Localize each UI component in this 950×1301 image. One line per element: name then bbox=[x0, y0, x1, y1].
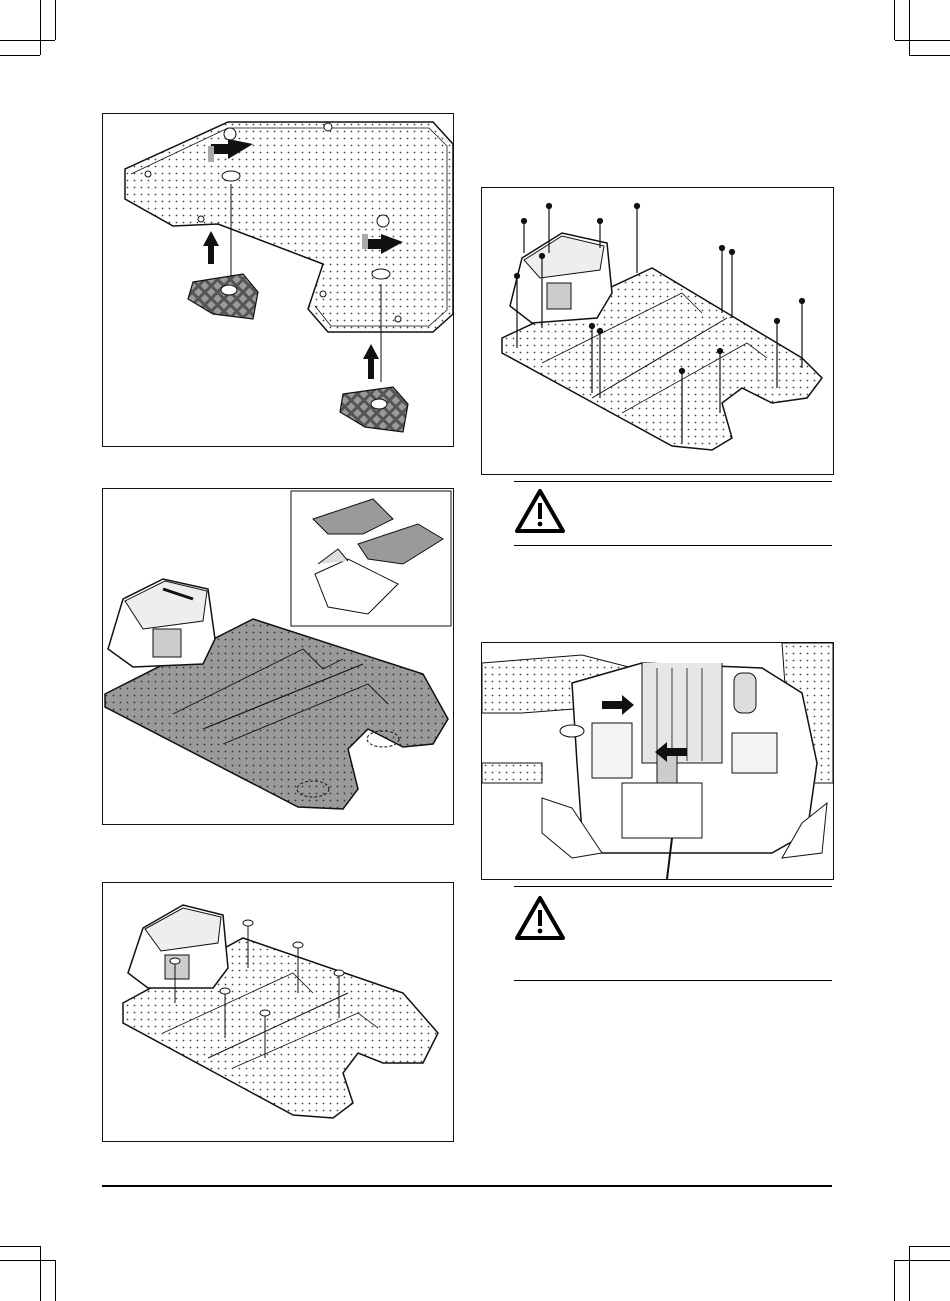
crop-mark-tr-h bbox=[895, 40, 950, 41]
crop-mark-br-h bbox=[895, 1260, 950, 1261]
figure-remove-cover-plates bbox=[102, 113, 454, 447]
crop-mark-bl-h2 bbox=[0, 1246, 40, 1247]
crop-mark-tr-h2 bbox=[909, 55, 950, 56]
crop-mark-br-h2 bbox=[909, 1246, 950, 1247]
crop-mark-tl-h bbox=[0, 40, 55, 41]
crop-mark-tr-v2 bbox=[894, 0, 895, 40]
figure-place-plates bbox=[102, 488, 454, 825]
crop-mark-bl-h bbox=[0, 1260, 55, 1261]
figure-screw-plates bbox=[481, 187, 834, 475]
crop-mark-tr-v bbox=[909, 0, 910, 55]
warning-triangle-icon bbox=[514, 895, 566, 946]
warning-top-rule bbox=[514, 481, 832, 482]
crop-mark-tl-v bbox=[40, 0, 41, 55]
crop-mark-tl-v2 bbox=[55, 0, 56, 40]
crop-mark-bl-v2 bbox=[55, 1260, 56, 1301]
footer-rule bbox=[102, 1185, 832, 1187]
warning-2-top-rule bbox=[514, 886, 832, 887]
crop-mark-bl-v bbox=[40, 1246, 41, 1301]
crop-mark-br-v bbox=[909, 1246, 910, 1301]
figure-install-washers bbox=[102, 882, 454, 1142]
warning-bottom-rule bbox=[514, 545, 832, 546]
warning-triangle-icon bbox=[514, 488, 566, 539]
warning-2-bottom-rule bbox=[514, 980, 832, 981]
crop-mark-tl-h2 bbox=[0, 55, 40, 56]
crop-mark-br-v2 bbox=[894, 1260, 895, 1301]
figure-connect-cables bbox=[481, 642, 834, 880]
